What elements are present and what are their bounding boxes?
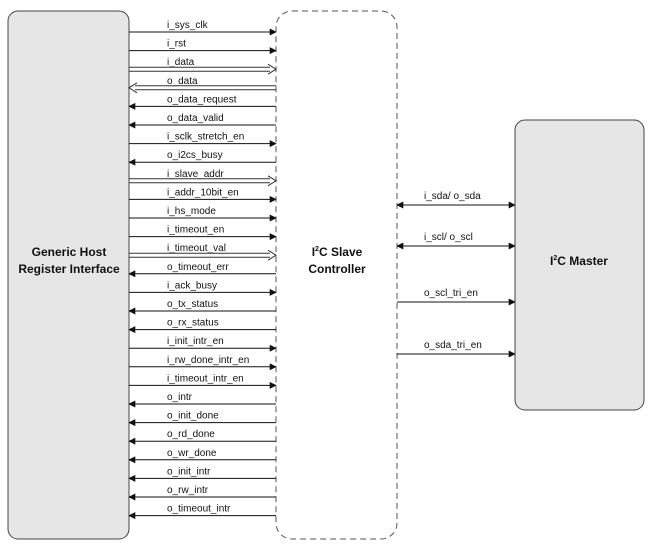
signal-label-o-wr-done: o_wr_done <box>167 448 217 459</box>
bus-arrow-o-data <box>128 82 276 94</box>
signal-label-o-data-request: o_data_request <box>167 94 237 105</box>
signal-label-o-rd-done: o_rd_done <box>167 429 215 440</box>
bus-arrow-i-data <box>129 63 277 75</box>
bus-arrow-i-timeout-val <box>129 249 277 261</box>
signal-label-o-timeout-intr: o_timeout_intr <box>167 504 231 515</box>
master-title: I2C Master <box>550 254 608 268</box>
signal-label-i-ack-busy: i_ack_busy <box>167 280 217 291</box>
signal-label-i-rw-done-intr-en: i_rw_done_intr_en <box>167 355 249 366</box>
controller-title-line-2: Controller <box>308 262 366 276</box>
signal-label-i-rst: i_rst <box>167 39 186 50</box>
signal-label-i-timeout-intr-en: i_timeout_intr_en <box>167 373 244 384</box>
host-title-line-1: Generic Host <box>32 245 107 259</box>
host-signal-group: i_sys_clk i_rst i_data o_data o_data_request… <box>128 20 277 520</box>
master-block <box>514 119 645 411</box>
signal-label-i-addr-10bit-en: i_addr_10bit_en <box>167 187 239 198</box>
signal-label-o-intr: o_intr <box>167 392 193 403</box>
host-title-line-2: Register Interface <box>18 262 120 276</box>
master-signal-label-o-sda-tri-en: o_sda_tri_en <box>424 340 482 351</box>
signal-label-i-timeout-val: i_timeout_val <box>167 243 226 254</box>
signal-label-o-i2cs-busy: o_i2cs_busy <box>167 150 223 161</box>
signal-label-i-hs-mode: i_hs_mode <box>167 206 216 217</box>
signal-label-i-sclk-stretch-en: i_sclk_stretch_en <box>167 132 244 143</box>
controller-title-line-1: I2C Slave <box>312 245 363 259</box>
signal-label-o-timeout-err: o_timeout_err <box>167 262 229 273</box>
master-signal-group: i_sda/ o_sda i_scl/ o_scl o_scl_tri_en o_sd… <box>396 191 516 358</box>
master-signal-label-i-sda-o-sda: i_sda/ o_sda <box>424 191 481 202</box>
signal-label-o-data: o_data <box>167 76 198 87</box>
master-signal-label-o-scl-tri-en: o_scl_tri_en <box>424 288 478 299</box>
signal-label-o-init-done: o_init_done <box>167 411 219 422</box>
signal-label-i-slave-addr: i_slave_addr <box>167 169 224 180</box>
signal-label-o-init-intr: o_init_intr <box>167 466 211 477</box>
signal-label-o-rx-status: o_rx_status <box>167 318 219 329</box>
signal-label-i-data: i_data <box>167 57 195 68</box>
signal-label-o-tx-status: o_tx_status <box>167 299 218 310</box>
bus-arrow-i-slave-addr <box>129 175 277 187</box>
signal-label-o-data-valid: o_data_valid <box>167 113 224 124</box>
slave-controller-block <box>275 10 398 540</box>
signal-label-i-init-intr-en: i_init_intr_en <box>167 336 224 347</box>
signal-label-i-timeout-en: i_timeout_en <box>167 225 224 236</box>
signal-label-o-rw-intr: o_rw_intr <box>167 485 209 496</box>
signal-label-i-sys-clk: i_sys_clk <box>167 20 209 31</box>
master-signal-label-i-scl-o-scl: i_scl/ o_scl <box>424 232 473 243</box>
